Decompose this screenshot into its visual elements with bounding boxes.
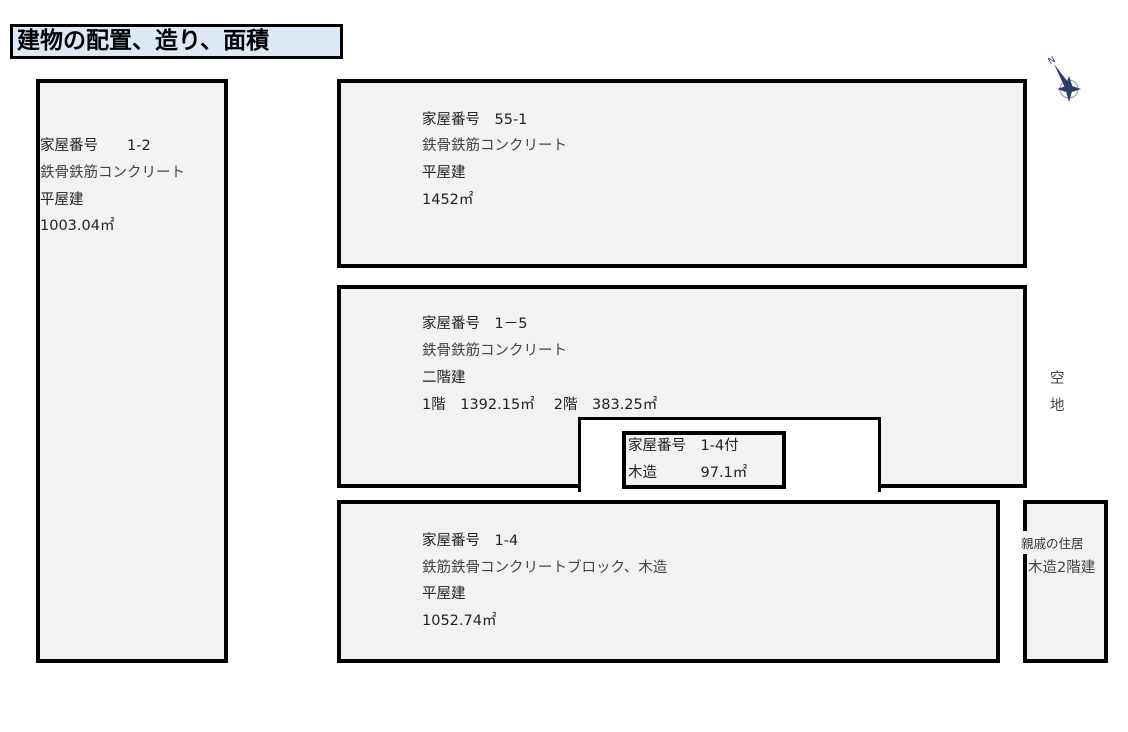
house-number: 家屋番号 1-2 [40, 138, 151, 154]
vacant-lot-char-1: 空 [1050, 371, 1065, 387]
house-number: 家屋番号 1-4付 [628, 438, 739, 454]
structure: 鉄骨鉄筋コンクリート [422, 343, 567, 359]
relative-structure: 木造2階建 [1028, 560, 1096, 576]
building-1-2 [36, 79, 228, 663]
area: 1階 1392.15㎡ 2階 383.25㎡ [422, 397, 658, 413]
structure: 鉄筋鉄骨コンクリートブロック、木造 [422, 560, 668, 576]
floors: 平屋建 [422, 586, 466, 602]
structure: 鉄骨鉄筋コンクリート [40, 165, 185, 181]
building-55-1 [337, 79, 1027, 268]
house-number: 家屋番号 55-1 [422, 112, 528, 128]
page-title: 建物の配置、造り、面積 [10, 24, 343, 59]
floors: 二階建 [422, 370, 466, 386]
house-number: 家屋番号 1－5 [422, 316, 528, 332]
building-1-4-annex [622, 431, 786, 489]
area: 1003.04㎡ [40, 218, 115, 234]
area: 1452㎡ [422, 192, 474, 208]
structure: 鉄骨鉄筋コンクリート [422, 138, 567, 154]
vacant-lot-char-2: 地 [1050, 398, 1065, 414]
house-number: 家屋番号 1-4 [422, 533, 519, 549]
building-relative-residence [1023, 500, 1108, 663]
compass-rose-icon: N [1047, 55, 1081, 102]
area: 1052.74㎡ [422, 613, 497, 629]
building-1-4 [337, 500, 1000, 663]
structure-area: 木造 97.1㎡ [628, 465, 748, 481]
relative-label: 親戚の住居 [1021, 531, 1084, 554]
svg-text:N: N [1047, 55, 1058, 67]
floors: 平屋建 [40, 192, 84, 208]
floors: 平屋建 [422, 165, 466, 181]
